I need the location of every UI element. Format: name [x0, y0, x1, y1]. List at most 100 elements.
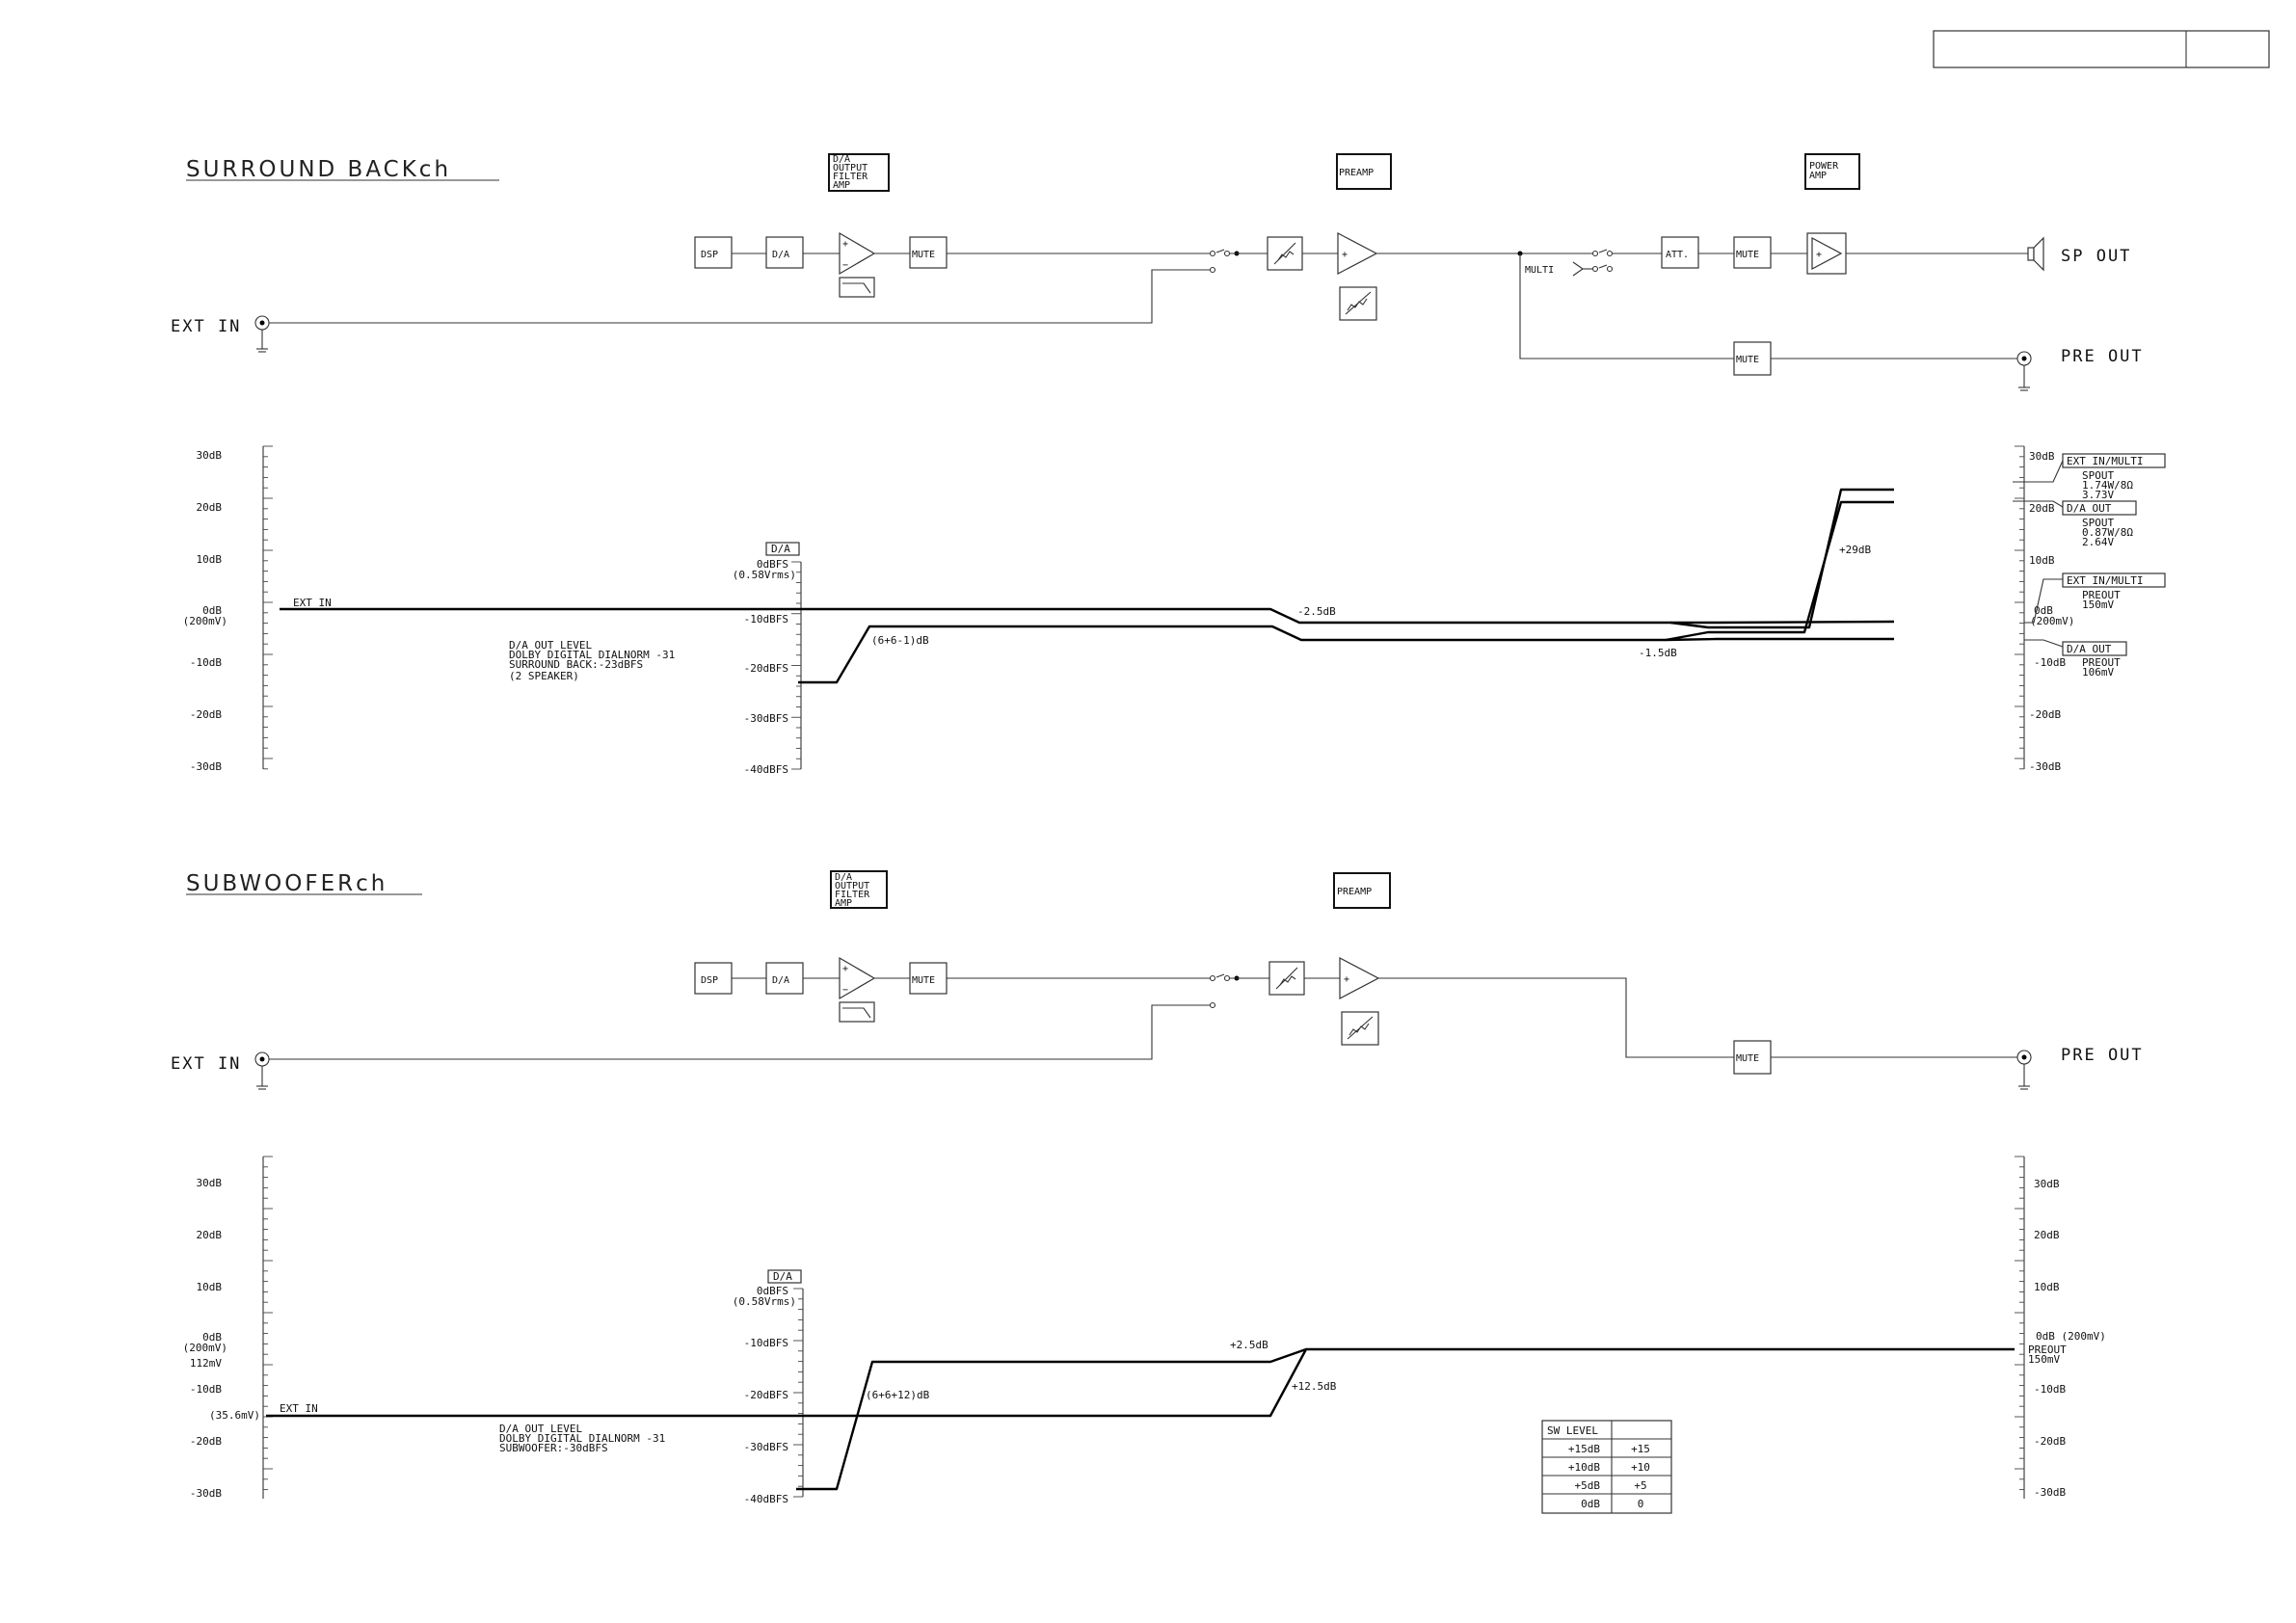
sw-lpf-icon	[839, 1001, 875, 1023]
svg-text:0dB: 0dB	[1581, 1498, 1600, 1510]
subwoofer-da-level-axis	[793, 1288, 804, 1498]
svg-text:SUBWOOFER:-30dBFS: SUBWOOFER:-30dBFS	[499, 1442, 608, 1454]
svg-text:+5dB: +5dB	[1575, 1479, 1601, 1492]
input-selector-switch	[1209, 249, 1240, 274]
svg-text:10dB: 10dB	[197, 1281, 223, 1293]
sw-level-table: SW LEVEL +15dB +15 +10dB +10 +5dB +5 0dB…	[1541, 1420, 1672, 1514]
svg-text:D/A: D/A	[835, 872, 852, 883]
sb-left-m30: -30dB	[190, 760, 222, 773]
svg-text:FILTER: FILTER	[835, 890, 870, 900]
svg-text:+10dB: +10dB	[1568, 1461, 1600, 1474]
svg-text:0dB (200mV): 0dB (200mV)	[2036, 1330, 2106, 1343]
svg-text:+: +	[1816, 250, 1822, 260]
svg-text:0: 0	[1638, 1498, 1644, 1510]
svg-text:(0.58Vrms): (0.58Vrms)	[733, 569, 796, 581]
svg-text:AMP: AMP	[833, 180, 850, 191]
svg-text:EXT IN/MULTI: EXT IN/MULTI	[2067, 455, 2143, 467]
svg-text:D/A: D/A	[772, 975, 789, 986]
multi-switch: MULTI	[1525, 249, 1614, 277]
svg-text:SW LEVEL: SW LEVEL	[1547, 1424, 1598, 1437]
subwoofer-section: SUBWOOFERch D/A OUTPUT FILTER AMP PREAMP…	[171, 870, 2144, 1514]
svg-text:-20dB: -20dB	[190, 1435, 222, 1448]
svg-text:10dB: 10dB	[2034, 1281, 2060, 1293]
svg-text:-30dBFS: -30dBFS	[744, 712, 788, 725]
svg-text:OUTPUT: OUTPUT	[835, 881, 869, 891]
surround-da-filter-header: D/A OUTPUT FILTER AMP	[828, 153, 890, 192]
svg-text:-10dBFS: -10dBFS	[744, 1337, 788, 1349]
svg-text:-30dB: -30dB	[2029, 760, 2061, 773]
preamp-triangle	[1337, 232, 1378, 275]
svg-text:EXT IN/MULTI: EXT IN/MULTI	[2067, 574, 2143, 587]
svg-text:+15dB: +15dB	[1568, 1443, 1600, 1455]
svg-text:0dB: 0dB	[202, 1331, 222, 1344]
svg-text:+12.5dB: +12.5dB	[1292, 1380, 1337, 1393]
svg-text:20dB: 20dB	[2029, 502, 2055, 515]
svg-text:+5: +5	[1634, 1479, 1646, 1492]
att-block: ATT.	[1666, 250, 1689, 260]
svg-text:-30dBFS: -30dBFS	[744, 1441, 788, 1453]
svg-text:-40dBFS: -40dBFS	[744, 1493, 788, 1505]
svg-text:PREOUT: PREOUT	[2082, 656, 2121, 669]
svg-text:30dB: 30dB	[2029, 450, 2055, 463]
sb-left-30: 30dB	[197, 449, 223, 462]
mute-block-1: MUTE	[912, 250, 935, 260]
mute-block-3: MUTE	[1736, 355, 1759, 365]
sb-left-20: 20dB	[197, 501, 223, 514]
svg-text:+10: +10	[1631, 1461, 1650, 1474]
svg-text:10dB: 10dB	[2029, 554, 2055, 567]
svg-text:0dB: 0dB	[2034, 604, 2053, 617]
sb-minus-2-5-note: -2.5dB	[1297, 605, 1336, 618]
svg-text:+: +	[842, 239, 848, 250]
svg-text:+2.5dB: +2.5dB	[1230, 1339, 1268, 1351]
svg-text:OUTPUT: OUTPUT	[833, 163, 868, 173]
svg-text:-10dB: -10dB	[2034, 656, 2066, 669]
svg-text:(200mV): (200mV)	[183, 1342, 227, 1354]
subwoofer-right-level-axis	[2015, 1156, 2025, 1499]
svg-text:DSP: DSP	[701, 975, 718, 986]
sw-da-level-line	[796, 1347, 1307, 1491]
surround-left-level-axis	[262, 445, 273, 770]
svg-text:106mV: 106mV	[2082, 666, 2114, 678]
subwoofer-signal-chain: DSP D/A + − MUTE	[171, 956, 2144, 1090]
mute-block-2: MUTE	[1736, 250, 1759, 260]
svg-text:30dB: 30dB	[2034, 1178, 2060, 1190]
multi-label: MULTI	[1525, 265, 1554, 276]
sb-left-m10: -10dB	[190, 656, 222, 669]
svg-text:D/A: D/A	[773, 1270, 792, 1283]
svg-text:D/A OUT: D/A OUT	[2067, 502, 2112, 515]
svg-text:(6+6+12)dB: (6+6+12)dB	[866, 1389, 930, 1401]
svg-text:D/A OUT LEVEL: D/A OUT LEVEL	[509, 639, 592, 652]
svg-text:1.74W/8Ω: 1.74W/8Ω	[2082, 479, 2133, 492]
surround-title: SURROUND BACKch	[186, 157, 451, 182]
svg-text:AMP: AMP	[1809, 171, 1827, 181]
svg-text:20dB: 20dB	[197, 1229, 223, 1241]
sb-ext-in-note: EXT IN	[293, 597, 332, 609]
svg-text:−: −	[842, 985, 848, 996]
sb-left-200mv: (200mV)	[183, 615, 227, 627]
sp-out-label: SP OUT	[2061, 247, 2131, 266]
filter-amp-triangle	[839, 231, 876, 276]
da-block: D/A	[772, 250, 789, 260]
svg-text:-30dB: -30dB	[190, 1487, 222, 1500]
svg-text:0.87W/8Ω: 0.87W/8Ω	[2082, 526, 2133, 539]
title-block	[1933, 30, 2270, 68]
svg-text:112mV: 112mV	[190, 1357, 222, 1370]
svg-text:SPOUT: SPOUT	[2082, 517, 2114, 529]
svg-text:EXT IN: EXT IN	[171, 1054, 241, 1074]
svg-text:MUTE: MUTE	[1736, 1053, 1759, 1064]
svg-text:0dBFS: 0dBFS	[757, 558, 788, 571]
svg-text:PREAMP: PREAMP	[1337, 887, 1372, 897]
sb-da-gain-note: (6+6-1)dB	[871, 634, 929, 647]
sb-left-m20: -20dB	[190, 708, 222, 721]
svg-text:-10dB: -10dB	[2034, 1383, 2066, 1396]
svg-text:PRE OUT: PRE OUT	[2061, 1046, 2144, 1065]
svg-text:-30dB: -30dB	[2034, 1486, 2066, 1499]
svg-text:DOLBY DIGITAL DIALNORM -31: DOLBY DIGITAL DIALNORM -31	[509, 649, 675, 661]
sw-ext-in-level-line	[266, 1347, 2015, 1418]
svg-text:-20dB: -20dB	[2029, 708, 2061, 721]
svg-text:PREOUT: PREOUT	[2082, 589, 2121, 601]
svg-text:SPOUT: SPOUT	[2082, 469, 2114, 482]
svg-text:D/A: D/A	[833, 154, 850, 165]
sb-minus-1-5-note: -1.5dB	[1639, 647, 1677, 659]
surround-section: SURROUND BACKch D/A OUTPUT FILTER AMP PR…	[171, 153, 2166, 776]
